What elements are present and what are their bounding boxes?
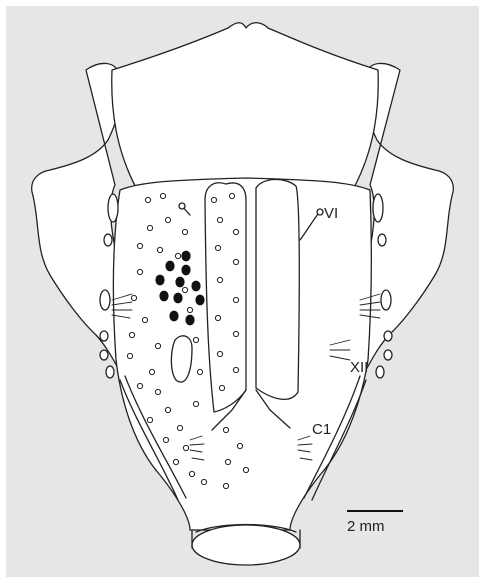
left-pyramid <box>205 183 246 412</box>
right-pyramid <box>256 179 299 399</box>
label-c1: C1 <box>312 421 331 438</box>
label-vi: VI <box>324 205 338 222</box>
scale-bar-label: 2 mm <box>347 518 385 535</box>
label-xii: XII <box>350 359 368 376</box>
pons-outline <box>112 23 379 195</box>
spinal-cord-stump <box>192 525 300 565</box>
